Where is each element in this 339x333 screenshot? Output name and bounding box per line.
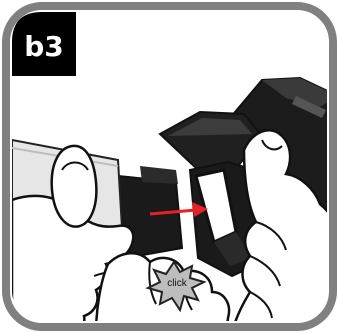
- step-label: b3: [24, 30, 64, 63]
- left-thumb: [52, 146, 97, 227]
- click-label: click: [167, 278, 187, 289]
